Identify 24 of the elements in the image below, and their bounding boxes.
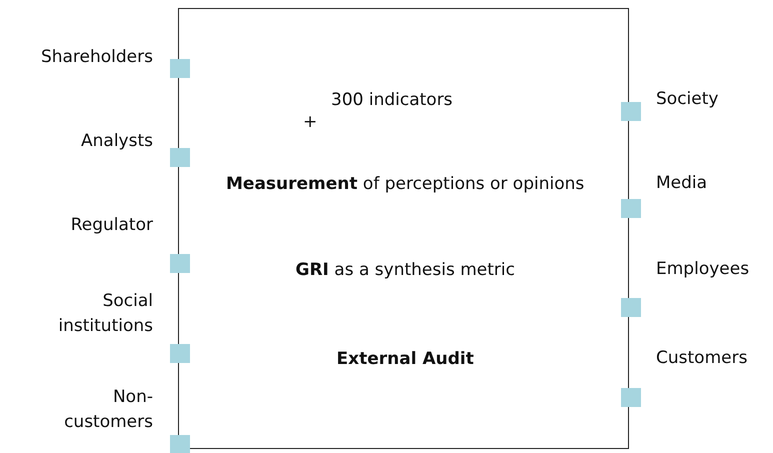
marker-square <box>621 388 641 407</box>
marker-square <box>170 435 190 453</box>
marker-square <box>170 344 190 363</box>
stakeholder-label: Media <box>656 172 708 195</box>
stakeholder-label: Analysts <box>80 130 153 153</box>
marker-square <box>170 148 190 167</box>
frame-box <box>178 8 629 449</box>
stakeholder-label: Regulator <box>70 214 153 237</box>
stakeholder-label: Non-customers <box>63 386 153 434</box>
marker-square <box>170 254 190 273</box>
measurement-text: Measurement of perceptions or opinions <box>226 173 584 195</box>
stakeholder-label: Employees <box>656 258 750 281</box>
marker-square <box>621 298 641 317</box>
stakeholder-label: Customers <box>656 347 748 370</box>
marker-square <box>621 199 641 218</box>
stakeholder-label: Shareholders <box>40 46 153 69</box>
metric-text: GRI as a synthesis metric <box>296 259 515 281</box>
indicator-text: 300 indicators <box>331 89 453 111</box>
marker-square <box>621 102 641 121</box>
marker-square <box>170 59 190 78</box>
stakeholder-label: Social institutions <box>57 290 153 338</box>
audit-text: External Audit <box>336 348 474 370</box>
stakeholder-label: Society <box>656 88 720 111</box>
plus-sign: + <box>303 111 318 133</box>
